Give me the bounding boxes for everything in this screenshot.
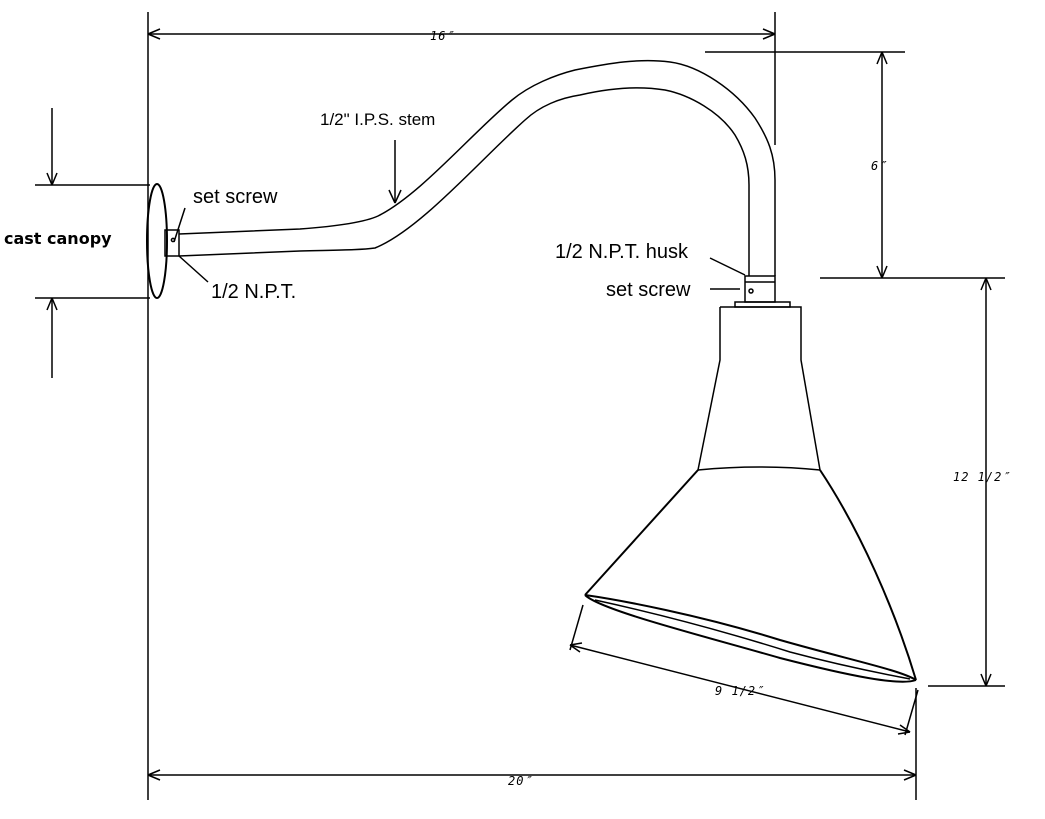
husk-leader bbox=[709, 257, 746, 276]
shade-bell-left bbox=[584, 469, 699, 596]
stem-inner-edge bbox=[178, 87, 750, 276]
dim-6-arrow-bottom bbox=[876, 265, 888, 279]
dim-20-arrow-left bbox=[147, 769, 161, 781]
husk-set-screw-label: set screw bbox=[606, 279, 691, 301]
dim-20-arrow-right bbox=[903, 769, 917, 781]
stem-callout-arrowhead bbox=[388, 189, 402, 204]
dim-12-arrow-top bbox=[980, 277, 992, 291]
set-screw-leader bbox=[173, 207, 186, 243]
dim-9-label: 9 1/2″ bbox=[715, 684, 764, 698]
dim-16-arrow-right bbox=[762, 28, 776, 40]
npt-label: 1/2 N.P.T. bbox=[211, 281, 296, 303]
dim-6-arrow-top bbox=[876, 51, 888, 65]
dim-9-arrow-left bbox=[569, 642, 583, 653]
dim-9-left-extension bbox=[569, 604, 584, 651]
dimension-lines bbox=[35, 12, 1005, 800]
set-screw-label: set screw bbox=[193, 186, 278, 208]
canopy-dim-arrow-top bbox=[46, 172, 58, 186]
canopy-dim-arrow-bottom bbox=[46, 297, 58, 311]
npt-husk-label: 1/2 N.P.T. husk bbox=[555, 241, 689, 263]
husk-set-screw-dot bbox=[748, 288, 754, 294]
dim-20-label: 20″ bbox=[508, 774, 533, 788]
dim-12-label: 12 1/2″ bbox=[953, 470, 1011, 484]
cast-canopy-shape bbox=[146, 183, 168, 299]
dim-12-arrow-bottom bbox=[980, 673, 992, 687]
shade-rim-top bbox=[584, 594, 917, 681]
dim-16-label: 16″ bbox=[430, 29, 455, 43]
ips-stem-label: 1/2" I.P.S. stem bbox=[320, 110, 435, 129]
shade-bell-right bbox=[819, 469, 917, 681]
dim-6-label: 6″ bbox=[871, 159, 887, 173]
dim-9-line bbox=[569, 644, 911, 733]
shade-neck-seam bbox=[697, 466, 821, 471]
cast-canopy-label: cast canopy bbox=[4, 229, 112, 248]
dim-9-right-extension bbox=[904, 689, 919, 736]
canopy-hub bbox=[164, 229, 180, 257]
shade-neck-right bbox=[720, 306, 821, 471]
stem-outer-edge bbox=[178, 59, 776, 276]
dim-16-arrow-left bbox=[147, 28, 161, 40]
labels: cast canopy set screw 1/2 N.P.T. 1/2" I.… bbox=[4, 29, 1011, 788]
shade-neck-left bbox=[697, 307, 721, 471]
fixture bbox=[146, 59, 917, 683]
dim-9-arrow-right bbox=[897, 724, 911, 735]
shade-rim-bottom bbox=[584, 594, 917, 683]
npt-leader bbox=[178, 255, 209, 283]
shade-rim-inner bbox=[594, 599, 911, 680]
